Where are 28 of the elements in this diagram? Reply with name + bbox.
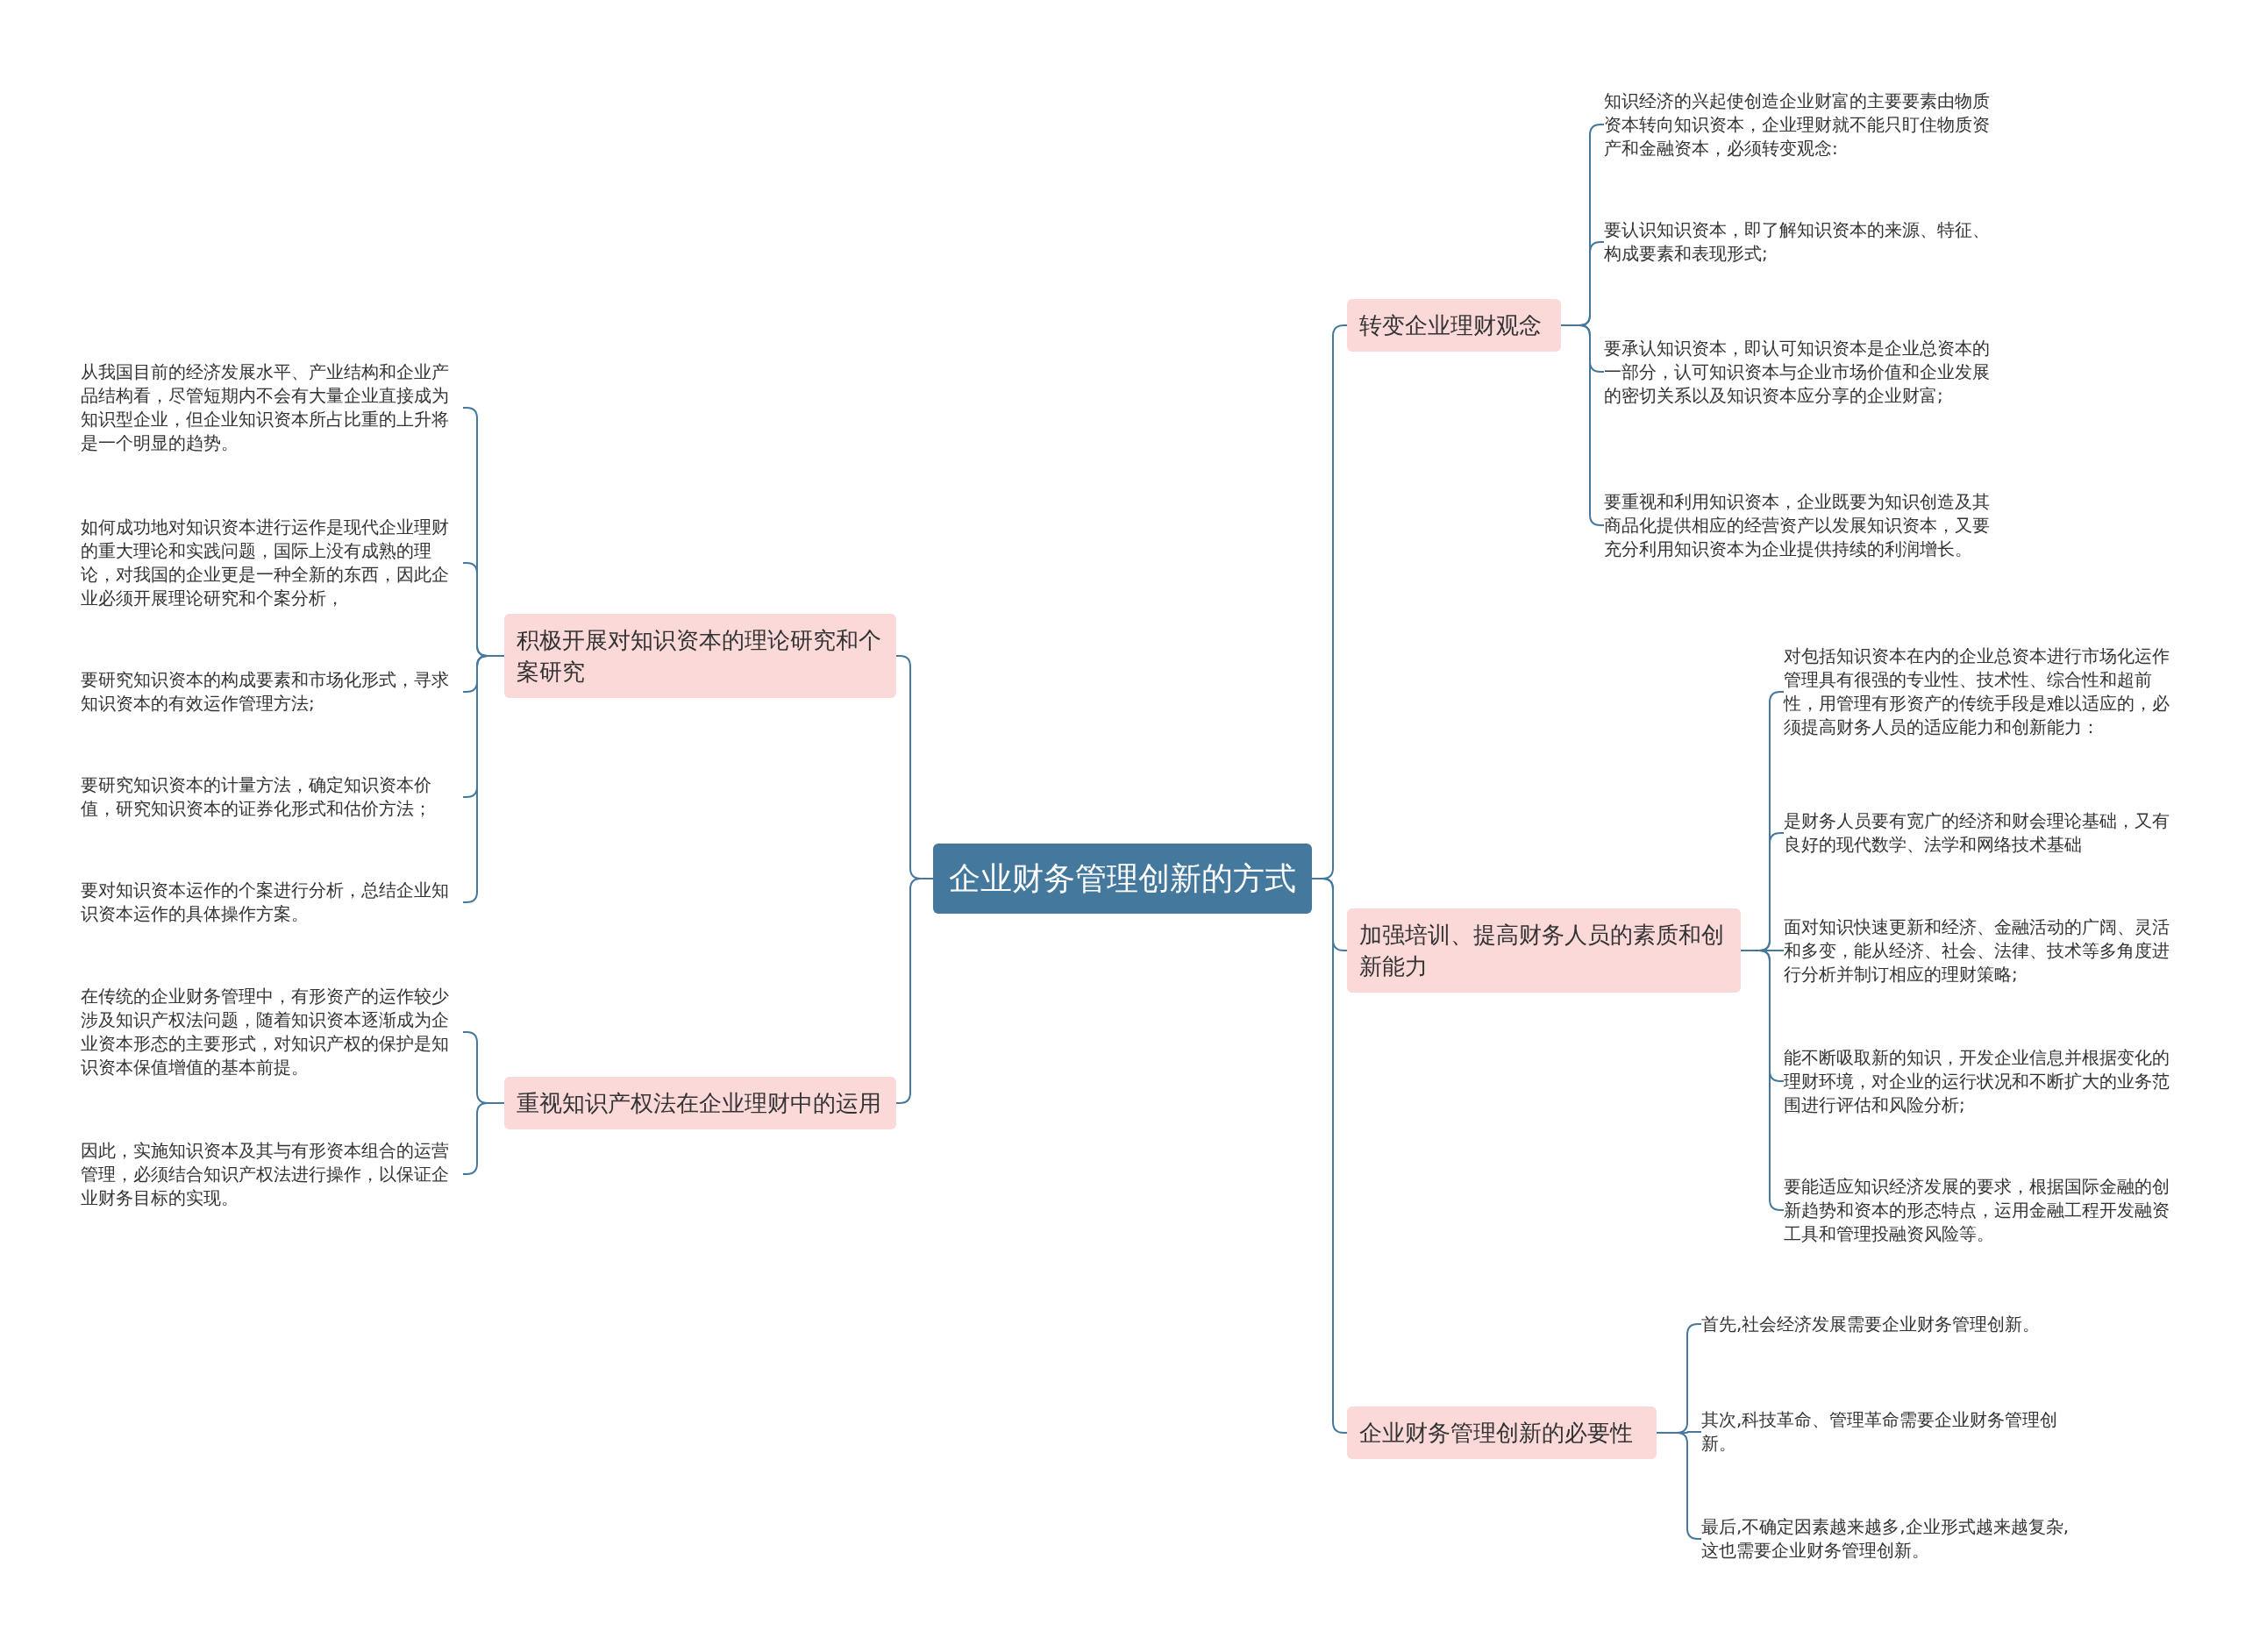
- subtopic-text: 在传统的企业财务管理中，有形资产的运作较少涉及知识产权法问题，随着知识资本逐渐成为企业资本形态的主要形式，对知识产权的保护是知识资本保值增值的基本前提。: [81, 985, 463, 1079]
- subtopic-text: 从我国目前的经济发展水平、产业结构和企业产品结构看，尽管短期内不会有大量企业直接成为知识型企业，但企业知识资本所占比重的上升将是一个明显的趋势。: [81, 360, 463, 455]
- subtopic-text: 如何成功地对知识资本进行运作是现代企业理财的重大理论和实践问题，国际上没有成熟的理论，对我国的企业更是一种全新的东西，因此企业必须开展理论研究和个案分析，: [81, 516, 463, 610]
- subtopic-text: 知识经济的兴起使创造企业财富的主要要素由物质资本转向知识资本，企业理财就不能只盯住物质资产和金融资本，必须转变观念:: [1604, 89, 1990, 160]
- connector-line: [1740, 950, 1785, 1211]
- subtopic-text: 要研究知识资本的构成要素和市场化形式，寻求知识资本的有效运作管理方法;: [81, 668, 463, 716]
- subtopic-text: 首先,社会经济发展需要企业财务管理创新。: [1701, 1312, 2078, 1336]
- subtopic-text: 能不断吸取新的知识，开发企业信息并根据变化的理财环境，对企业的运行状况和不断扩大的业务范围进行评估和风险分析;: [1784, 1045, 2170, 1117]
- central-topic: 企业财务管理创新的方式: [933, 844, 1312, 914]
- subtopic-text: 要认识知识资本，即了解知识资本的来源、特征、构成要素和表现形式;: [1604, 218, 1990, 266]
- subtopic-text: 是财务人员要有宽广的经济和财会理论基础，又有良好的现代数学、法学和网络技术基础: [1784, 809, 2170, 857]
- topic-box: 积极开展对知识资本的理论研究和个案研究: [504, 614, 896, 698]
- subtopic-text: 其次,科技革命、管理革命需要企业财务管理创新。: [1701, 1408, 2078, 1456]
- subtopic-text: 要能适应知识经济发展的要求，根据国际金融的创新趋势和资本的形态特点，运用金融工程开发融资工具和管理投融资风险等。: [1784, 1174, 2170, 1246]
- subtopic-text: 要承认知识资本，即认可知识资本是企业总资本的一部分，认可知识资本与企业市场价值和企业发展的密切关系以及知识资本应分享的企业财富;: [1604, 336, 1990, 408]
- topic-box: 加强培训、提高财务人员的素质和创新能力: [1347, 908, 1741, 993]
- subtopic-text: 因此，实施知识资本及其与有形资本组合的运营管理，必须结合知识产权法进行操作，以保证企业财务目标的实现。: [81, 1138, 463, 1210]
- subtopic-text: 面对知识快速更新和经济、金融活动的广阔、灵活和多变，能从经济、社会、法律、技术等多角度进行分析并制订相应的理财策略;: [1784, 915, 2170, 986]
- subtopic-text: 对包括知识资本在内的企业总资本进行市场化运作管理具有很强的专业性、技术性、综合性和超前性，用管理有形资产的传统手段是难以适应的，必须提高财务人员的适应能力和创新能力：: [1784, 644, 2170, 739]
- connector-line: [462, 655, 505, 903]
- subtopic-text: 最后,不确定因素越来越多,企业形式越来越复杂,这也需要企业财务管理创新。: [1701, 1515, 2078, 1563]
- topic-box: 企业财务管理创新的必要性: [1347, 1406, 1657, 1459]
- connector-line: [895, 878, 934, 1104]
- subtopic-text: 要研究知识资本的计量方法，确定知识资本价值，研究知识资本的证券化形式和估价方法；: [81, 773, 463, 821]
- topic-box: 重视知识产权法在企业理财中的运用: [504, 1077, 896, 1129]
- subtopic-text: 要对知识资本运作的个案进行分析，总结企业知识资本运作的具体操作方案。: [81, 879, 463, 926]
- topic-box: 转变企业理财观念: [1347, 299, 1561, 352]
- subtopic-text: 要重视和利用知识资本，企业既要为知识创造及其商品化提供相应的经营资产以发展知识资本，又要充分利用知识资本为企业提供持续的利润增长。: [1604, 489, 1990, 561]
